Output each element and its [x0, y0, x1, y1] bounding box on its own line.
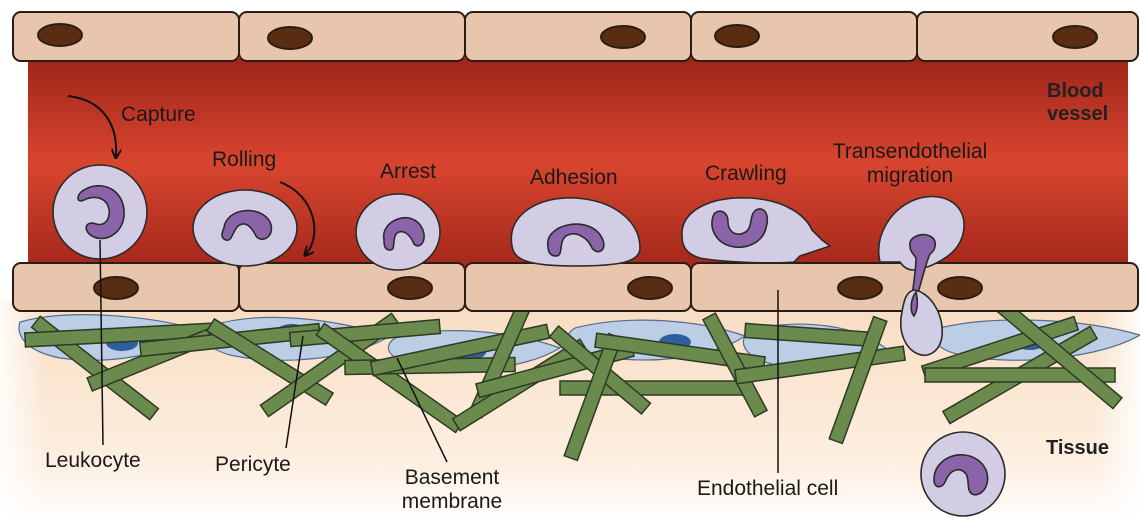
- blood-vessel-label: Blood vessel: [1047, 80, 1108, 126]
- endothelial-nucleus: [38, 24, 82, 46]
- endothelial-nucleus: [938, 277, 982, 299]
- endothelial-cell: [691, 263, 917, 311]
- blood-vessel-label-line1: Blood: [1047, 80, 1108, 103]
- callout-basement-membrane-line2: membrane: [402, 490, 502, 514]
- callout-basement-membrane-line1: Basement: [402, 466, 502, 490]
- stage-label-transmigration: Transendothelial migration: [833, 140, 988, 188]
- blood-vessel-label-line2: vessel: [1047, 103, 1108, 126]
- endothelial-nucleus: [388, 277, 432, 299]
- endothelial-nucleus: [715, 25, 759, 47]
- stage-label-transmigration-line1: Transendothelial: [833, 140, 988, 164]
- stage-label-arrest: Arrest: [380, 160, 436, 184]
- endothelial-cell: [465, 12, 691, 61]
- stage-label-capture: Capture: [121, 103, 196, 127]
- endothelial-cell: [917, 12, 1138, 61]
- stage-label-transmigration-line2: migration: [833, 164, 988, 188]
- leukocyte-tissue: [921, 432, 1005, 516]
- endothelial-row-bottom: [13, 263, 1138, 311]
- endothelial-nucleus: [268, 27, 312, 49]
- stage-label-adhesion: Adhesion: [530, 166, 618, 190]
- tissue-label: Tissue: [1046, 437, 1109, 460]
- callout-leukocyte: Leukocyte: [45, 449, 141, 473]
- endothelial-nucleus: [628, 277, 672, 299]
- callout-endothelial-cell: Endothelial cell: [697, 477, 838, 501]
- endothelial-row-top: [13, 12, 1138, 61]
- leukocyte-rolling: [193, 190, 297, 266]
- endothelial-nucleus: [1053, 26, 1097, 48]
- endothelial-nucleus: [601, 26, 645, 48]
- endothelial-nucleus: [838, 277, 882, 299]
- stage-label-rolling: Rolling: [212, 148, 276, 172]
- stage-label-crawling: Crawling: [705, 162, 787, 186]
- callout-pericyte: Pericyte: [215, 453, 291, 477]
- callout-basement-membrane: Basement membrane: [402, 466, 502, 514]
